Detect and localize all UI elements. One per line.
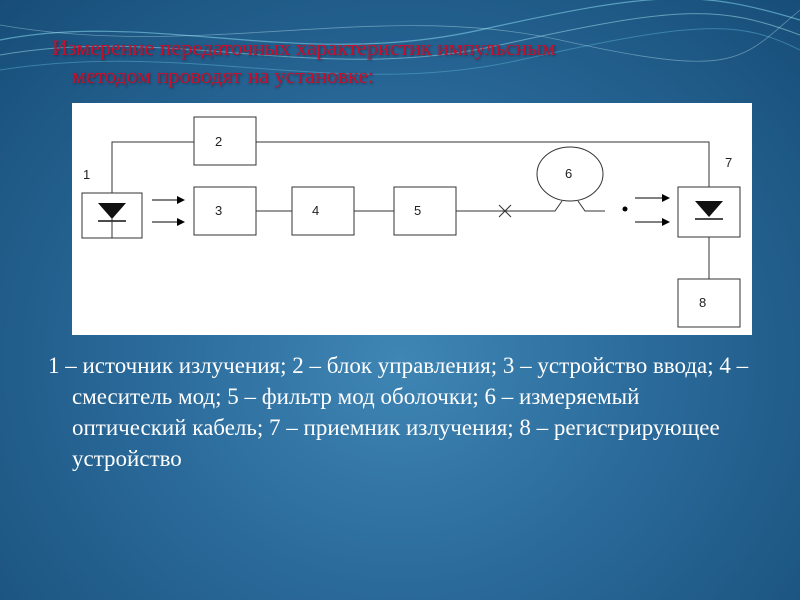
source-light-arrows <box>152 196 185 226</box>
block-5-filter <box>393 186 457 236</box>
label-5: 5 <box>414 203 421 218</box>
label-1: 1 <box>83 167 90 182</box>
label-7: 7 <box>725 155 732 170</box>
label-6: 6 <box>565 166 572 181</box>
block-6-cable <box>536 146 604 202</box>
block-8-recorder <box>677 278 741 328</box>
label-2: 2 <box>215 134 222 149</box>
receiver-diode-icon <box>695 201 723 220</box>
label-3: 3 <box>215 203 222 218</box>
title-line-1: Измерение передаточных характеристик имп… <box>52 35 556 60</box>
block-3-input <box>193 186 257 236</box>
setup-diagram: 1 2 3 4 5 6 7 8 <box>72 103 752 335</box>
source-diode-icon <box>98 203 126 238</box>
receiver-light-arrows <box>635 194 670 226</box>
legend: 1 – источник излучения; 2 – блок управле… <box>48 350 758 474</box>
label-4: 4 <box>312 203 319 218</box>
fiber-end-dot <box>622 206 628 212</box>
legend-text: 1 – источник излучения; 2 – блок управле… <box>48 353 749 471</box>
label-8: 8 <box>699 295 706 310</box>
title-line-2: методом проводят на установке: <box>72 63 375 88</box>
setup-diagram-svg: 1 2 3 4 5 6 7 8 <box>81 116 741 328</box>
decorative-waves <box>0 0 800 75</box>
block-4-mixer <box>291 186 355 236</box>
splice-cross-icon <box>498 204 512 218</box>
slide-title: Измерение передаточных характеристик имп… <box>52 34 752 90</box>
block-2-control <box>193 116 257 166</box>
